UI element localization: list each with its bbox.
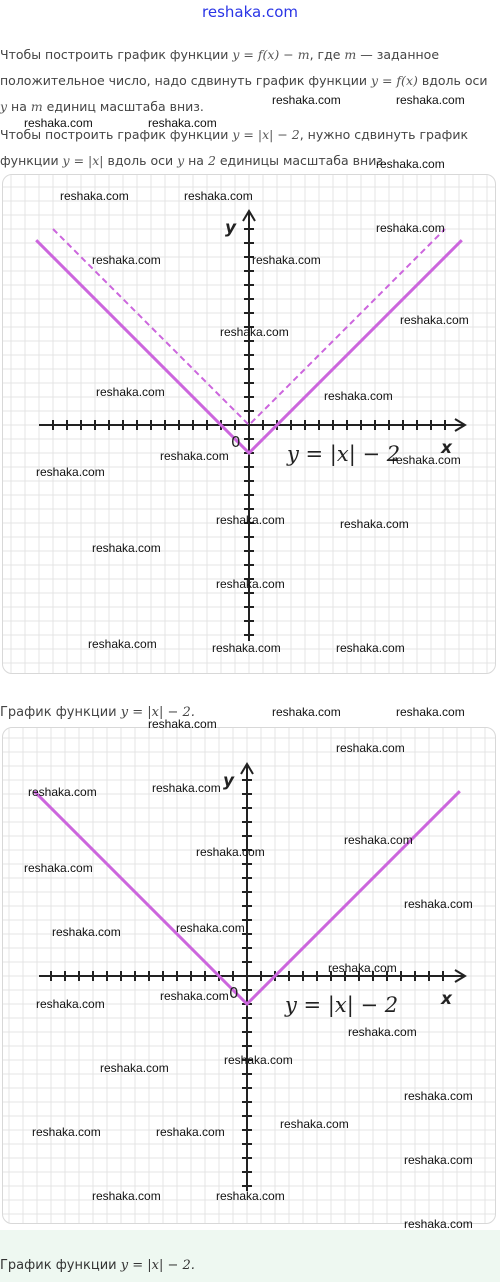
origin-label: 0 — [231, 433, 241, 451]
watermark: reshaka.com — [24, 116, 93, 130]
watermark: reshaka.com — [36, 997, 105, 1011]
watermark: reshaka.com — [216, 1189, 285, 1203]
x-axis-label: x — [440, 438, 453, 458]
equation-label: y = |x| − 2 — [284, 993, 398, 1018]
watermark: reshaka.com — [340, 517, 409, 531]
watermark: reshaka.com — [216, 577, 285, 591]
graph-result-svg: y x 0 y = |x| − 2 — [3, 728, 495, 1223]
x-axis-label: x — [440, 989, 453, 1009]
watermark: reshaka.com — [52, 925, 121, 939]
watermark: reshaka.com — [220, 325, 289, 339]
watermark: reshaka.com — [376, 157, 445, 171]
watermark: reshaka.com — [336, 641, 405, 655]
watermark: reshaka.com — [184, 189, 253, 203]
site-title[interactable]: reshaka.com — [202, 3, 298, 21]
y-axis-label: y — [223, 771, 235, 791]
watermark: reshaka.com — [324, 389, 393, 403]
equation-label: y = |x| − 2 — [286, 442, 400, 467]
axes — [39, 209, 467, 641]
y-axis-label: y — [225, 218, 237, 238]
answer-band — [0, 1230, 500, 1282]
watermark: reshaka.com — [88, 637, 157, 651]
watermark: reshaka.com — [212, 641, 281, 655]
watermark: reshaka.com — [396, 93, 465, 107]
watermark: reshaka.com — [92, 253, 161, 267]
x-axis-arrow — [454, 418, 467, 432]
watermark: reshaka.com — [196, 845, 265, 859]
watermark: reshaka.com — [36, 465, 105, 479]
paragraph-shift-rule: Чтобы построить график функции y = f(x) … — [0, 47, 488, 114]
solid-graph-abs-x-minus-2 — [33, 790, 461, 1007]
watermark: reshaka.com — [92, 1189, 161, 1203]
watermark: reshaka.com — [404, 1089, 473, 1103]
watermark: reshaka.com — [24, 861, 93, 875]
watermark: reshaka.com — [396, 705, 465, 719]
watermark: reshaka.com — [400, 313, 469, 327]
paragraph-example: Чтобы построить график функции y = |x| −… — [0, 127, 469, 168]
watermark: reshaka.com — [100, 1061, 169, 1075]
watermark: reshaka.com — [60, 189, 129, 203]
watermark: reshaka.com — [176, 921, 245, 935]
x-axis-arrow — [454, 969, 467, 983]
watermark: reshaka.com — [152, 781, 221, 795]
watermark: reshaka.com — [344, 833, 413, 847]
watermark: reshaka.com — [32, 1125, 101, 1139]
origin-label: 0 — [229, 984, 239, 1002]
y-axis-arrow — [242, 209, 256, 222]
watermark: reshaka.com — [272, 93, 341, 107]
solid-graph-abs-x-minus-2 — [35, 239, 463, 456]
site-header: reshaka.com — [0, 0, 500, 26]
graph-card-result: y x 0 y = |x| − 2 — [2, 727, 496, 1224]
watermark: reshaka.com — [376, 221, 445, 235]
watermark: reshaka.com — [336, 741, 405, 755]
watermark: reshaka.com — [28, 785, 97, 799]
watermark: reshaka.com — [148, 116, 217, 130]
axes — [39, 762, 467, 1191]
watermark: reshaka.com — [404, 897, 473, 911]
watermark: reshaka.com — [96, 385, 165, 399]
watermark: reshaka.com — [280, 1117, 349, 1131]
watermark: reshaka.com — [392, 453, 461, 467]
watermark: reshaka.com — [404, 1217, 473, 1231]
watermark: reshaka.com — [348, 1025, 417, 1039]
graph-card-shift: y x 0 y = |x| − 2 — [2, 174, 496, 674]
watermark: reshaka.com — [216, 513, 285, 527]
y-axis-arrow — [240, 762, 254, 775]
watermark: reshaka.com — [92, 541, 161, 555]
watermark: reshaka.com — [224, 1053, 293, 1067]
graph-caption-2: График функции y = |x| − 2. — [0, 1258, 195, 1273]
watermark: reshaka.com — [160, 989, 229, 1003]
watermark: reshaka.com — [404, 1153, 473, 1167]
graph-caption-1: График функции y = |x| − 2. — [0, 705, 195, 720]
watermark: reshaka.com — [156, 1125, 225, 1139]
graph-shift-svg: y x 0 y = |x| − 2 — [3, 175, 495, 673]
watermark: reshaka.com — [252, 253, 321, 267]
dashed-graph-abs-x — [52, 228, 446, 427]
watermark: reshaka.com — [160, 449, 229, 463]
watermark: reshaka.com — [328, 961, 397, 975]
watermark: reshaka.com — [148, 717, 217, 731]
watermark: reshaka.com — [272, 705, 341, 719]
